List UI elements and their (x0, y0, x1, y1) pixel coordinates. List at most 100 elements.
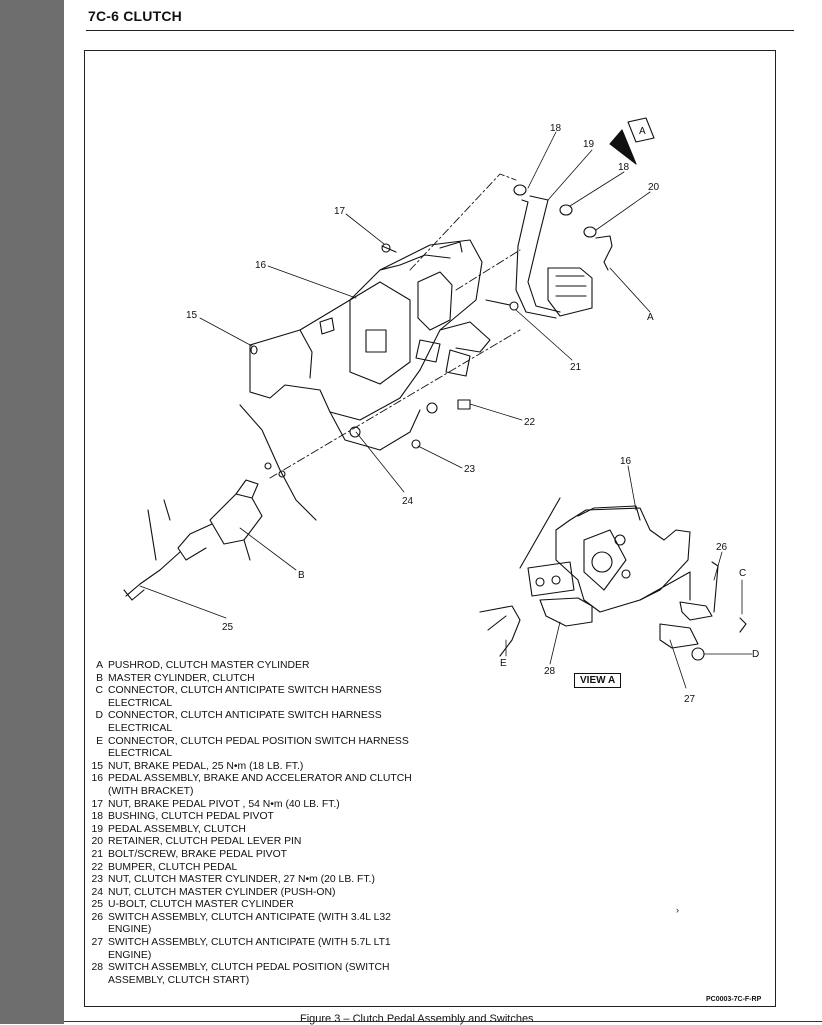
legend-key: B (96, 672, 103, 684)
view-a-label: VIEW A (574, 673, 622, 688)
figure-code: PC0003-7C-F-RP (706, 996, 762, 1003)
legend-row: 18 BUSHING, CLUTCH PEDAL PIVOT (84, 811, 424, 824)
stray-mark: › (676, 905, 679, 915)
callout-19: 19 (583, 139, 595, 150)
legend-key: 19 (91, 823, 103, 835)
legend-key: 27 (91, 937, 103, 949)
parts-legend: A PUSHROD, CLUTCH MASTER CYLINDER B MASTER… (84, 660, 424, 987)
legend-key: 21 (91, 848, 103, 860)
legend-text: BOLT/SCREW, BRAKE PEDAL PIVOT (108, 848, 287, 860)
legend-key: A (96, 660, 103, 671)
legend-text: CONNECTOR, CLUTCH ANTICIPATE SWITCH HARN… (108, 710, 382, 734)
legend-text: PEDAL ASSEMBLY, CLUTCH (108, 823, 246, 835)
callout-23: 23 (464, 464, 476, 475)
legend-key: 23 (91, 874, 103, 886)
view-a-callout-28: 28 (544, 666, 556, 677)
callout-18-lower: 18 (618, 162, 630, 173)
view-a-callout-27: 27 (684, 694, 696, 705)
callout-21: 21 (570, 362, 582, 373)
view-a-leader-lines (505, 465, 753, 689)
bottom-rule (64, 1021, 822, 1022)
legend-row: 26 SWITCH ASSEMBLY, CLUTCH ANTICIPATE (WI… (84, 912, 424, 937)
legend-row: 16 PEDAL ASSEMBLY, BRAKE AND ACCELERATOR … (84, 773, 424, 798)
clutch-pedal-arm (250, 184, 613, 449)
view-a-callout-d: D (752, 649, 759, 660)
legend-text: NUT, BRAKE PEDAL, 25 N•m (18 LB. FT.) (108, 760, 304, 772)
callout-20: 20 (648, 182, 660, 193)
legend-key: 17 (91, 798, 103, 810)
view-a-callout-16: 16 (620, 456, 632, 467)
header-rule (86, 30, 794, 31)
arrow-label-a: A (639, 126, 646, 137)
legend-row: 23 NUT, CLUTCH MASTER CYLINDER, 27 N•m (2… (84, 874, 424, 887)
legend-row: E CONNECTOR, CLUTCH PEDAL POSITION SWITCH… (84, 736, 424, 761)
callout-18-upper: 18 (550, 123, 562, 134)
legend-text: BUSHING, CLUTCH PEDAL PIVOT (108, 811, 274, 823)
legend-row: 17 NUT, BRAKE PEDAL PIVOT , 54 N•m (40 LB… (84, 799, 424, 812)
legend-key: 20 (91, 836, 103, 848)
legend-text: SWITCH ASSEMBLY, CLUTCH PEDAL POSITION (… (108, 962, 390, 986)
legend-text: MASTER CYLINDER, CLUTCH (108, 672, 255, 684)
callout-17: 17 (334, 206, 346, 217)
legend-text: NUT, CLUTCH MASTER CYLINDER (PUSH-ON) (108, 886, 336, 898)
legend-row: 25 U-BOLT, CLUTCH MASTER CYLINDER (84, 899, 424, 912)
master-cylinder (123, 404, 317, 601)
callout-22: 22 (524, 417, 536, 428)
legend-row: 20 RETAINER, CLUTCH PEDAL LEVER PIN (84, 836, 424, 849)
leader-lines (139, 131, 651, 619)
figure-frame (84, 50, 776, 1007)
legend-text: RETAINER, CLUTCH PEDAL LEVER PIN (108, 836, 302, 848)
legend-text: NUT, CLUTCH MASTER CYLINDER, 27 N•m (20 … (108, 874, 375, 886)
callout-24: 24 (402, 496, 414, 507)
legend-text: CONNECTOR, CLUTCH ANTICIPATE SWITCH HARN… (108, 685, 382, 709)
callout-b: B (298, 570, 305, 581)
centerlines (269, 173, 521, 479)
legend-key: 16 (91, 773, 103, 785)
legend-key: 24 (91, 886, 103, 898)
legend-key: C (95, 685, 103, 697)
legend-row: 22 BUMPER, CLUTCH PEDAL (84, 862, 424, 875)
callout-numbers: 18 19 18 20 17 16 15 A 21 22 23 24 B 25 … (186, 123, 759, 705)
legend-key: 26 (91, 911, 103, 923)
legend-row: B MASTER CYLINDER, CLUTCH (84, 673, 424, 686)
legend-row: D CONNECTOR, CLUTCH ANTICIPATE SWITCH HAR… (84, 710, 424, 735)
binding-strip (0, 0, 64, 1024)
view-a-callout-c: C (739, 568, 746, 579)
view-direction-arrow: A (609, 117, 655, 165)
legend-text: PUSHROD, CLUTCH MASTER CYLINDER (108, 660, 310, 671)
legend-text: NUT, BRAKE PEDAL PIVOT , 54 N•m (40 LB. … (108, 798, 340, 810)
legend-row: 24 NUT, CLUTCH MASTER CYLINDER (PUSH-ON) (84, 887, 424, 900)
legend-key: E (96, 735, 103, 747)
legend-row: 21 BOLT/SCREW, BRAKE PEDAL PIVOT (84, 849, 424, 862)
view-a-callout-26: 26 (716, 542, 728, 553)
legend-key: 15 (91, 760, 103, 772)
legend-key: 22 (91, 861, 103, 873)
legend-text: SWITCH ASSEMBLY, CLUTCH ANTICIPATE (WITH… (108, 937, 391, 961)
legend-row: 15 NUT, BRAKE PEDAL, 25 N•m (18 LB. FT.) (84, 761, 424, 774)
legend-text: U-BOLT, CLUTCH MASTER CYLINDER (108, 899, 294, 911)
pedal-bracket-assembly (249, 239, 491, 451)
legend-row: 28 SWITCH ASSEMBLY, CLUTCH PEDAL POSITION… (84, 962, 424, 987)
legend-key: 18 (91, 811, 103, 823)
legend-text: PEDAL ASSEMBLY, BRAKE AND ACCELERATOR AN… (108, 773, 412, 797)
legend-text: SWITCH ASSEMBLY, CLUTCH ANTICIPATE (WITH… (108, 911, 391, 936)
callout-15: 15 (186, 310, 198, 321)
legend-row: A PUSHROD, CLUTCH MASTER CYLINDER (84, 660, 424, 673)
view-a-callout-e: E (500, 658, 507, 669)
legend-key: 28 (91, 962, 103, 974)
legend-text: CONNECTOR, CLUTCH PEDAL POSITION SWITCH … (108, 735, 409, 760)
legend-text: BUMPER, CLUTCH PEDAL (108, 861, 238, 873)
manual-page: 7C-6 CLUTCH (64, 0, 822, 1024)
page-header-title: 7C-6 CLUTCH (88, 8, 182, 24)
legend-key: D (95, 710, 103, 722)
callout-a: A (647, 312, 654, 323)
view-a-detail (479, 497, 747, 661)
legend-row: 19 PEDAL ASSEMBLY, CLUTCH (84, 824, 424, 837)
figure-caption: Figure 3 – Clutch Pedal Assembly and Swi… (300, 1013, 534, 1025)
callout-16: 16 (255, 260, 267, 271)
legend-key: 25 (91, 899, 103, 911)
legend-row: C CONNECTOR, CLUTCH ANTICIPATE SWITCH HAR… (84, 685, 424, 710)
callout-25: 25 (222, 622, 234, 633)
legend-row: 27 SWITCH ASSEMBLY, CLUTCH ANTICIPATE (WI… (84, 937, 424, 962)
